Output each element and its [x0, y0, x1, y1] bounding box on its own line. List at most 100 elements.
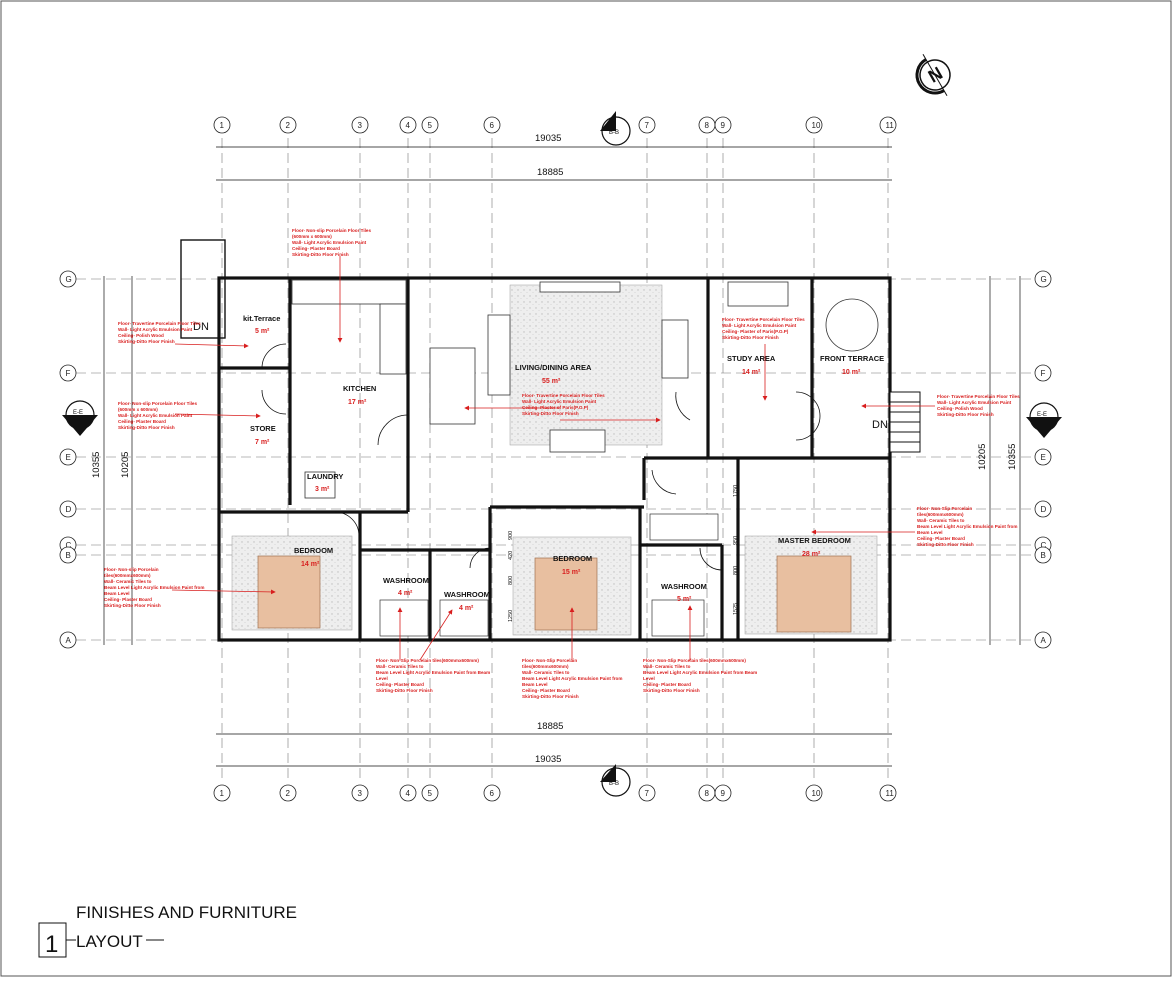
note-washroom3-line-0: Floor- Non-Slip Porcelain tiles(600mmx60… [643, 658, 746, 663]
sofa-left-icon [487, 314, 511, 396]
grid-bubble-col-11-top: 11 [879, 116, 897, 134]
room-name-study: STUDY AREA [727, 354, 776, 363]
grid-bubble-col-9-top: 9 [714, 116, 732, 134]
section-label-ee-left: E-E [73, 410, 83, 416]
note-washroom-line-5: Skirting-Ditto Floor Finish [376, 688, 433, 693]
grid-label-col-9: 9 [721, 789, 726, 798]
note-bedroom1-line-2: Wall- Ceramic Tiles to [104, 579, 152, 584]
note-washroom3-line-3: Level [643, 676, 655, 681]
note-store-line-1: (600mm x 600mm) [118, 407, 158, 412]
room-name-living: LIVING/DINING AREA [515, 363, 592, 372]
note-store-line-4: Skirting-Ditto Floor Finish [118, 425, 175, 430]
room-name-master: MASTER BEDROOM [778, 536, 851, 545]
grid-bubble-col-10-bottom: 10 [805, 784, 823, 802]
grid-label-col-6: 6 [490, 789, 495, 798]
dim-inner-width-bottom: 18885 [537, 721, 563, 732]
grid-label-row-D: D [1041, 505, 1047, 514]
grid-bubble-col-6-top: 6 [483, 116, 501, 134]
grid-bubble-col-8-top: 8 [698, 116, 716, 134]
title-number: 1 [45, 931, 58, 958]
room-area-kitchen: 17 m² [348, 399, 367, 406]
shower-2-icon [439, 599, 489, 637]
wardrobe-icon [649, 513, 719, 541]
note-terrace-line-2: Ceiling- Polish Wood [118, 333, 164, 338]
dim-overall-width-bottom: 19035 [535, 754, 561, 765]
grid-label-col-1: 1 [220, 121, 225, 130]
grid-label-col-11: 11 [886, 789, 895, 798]
room-name-washroom3: WASHROOM [661, 582, 707, 591]
note-master-line-4: Beam Level [917, 530, 943, 535]
note-washroom3-line-2: Beam Level Light Acrylic Emulsion Paint … [643, 670, 757, 675]
note-store-line-2: Wall- Light Acrylic Emulsion Paint [118, 413, 193, 418]
grid-label-row-A: A [1041, 636, 1047, 645]
note-front-terrace-line-0: Floor- Travertine Porcelain Floor Tiles [937, 394, 1020, 399]
stairs-right [889, 391, 921, 453]
grid-label-col-4: 4 [406, 121, 411, 130]
grid-bubble-col-7-bottom: 7 [638, 784, 656, 802]
room-area-master: 28 m² [802, 551, 821, 558]
grid-label-col-10: 10 [812, 121, 821, 130]
grid-label-col-3: 3 [358, 121, 363, 130]
room-name-laundry: LAUNDRY [307, 472, 343, 481]
note-bedroom2-line-6: Skirting-Ditto Floor Finish [522, 694, 579, 699]
note-washroom3-line-4: Ceiling- Plaster Board [643, 682, 691, 687]
grid-bubble-row-G-right: G [1034, 270, 1052, 288]
kitchen-counter-icon [291, 279, 407, 305]
note-terrace-line-0: Floor- Travertine Porcelain Floor Tiles [118, 321, 201, 326]
stairs-dn-right: DN [872, 419, 888, 431]
note-bedroom1-line-6: Skirting-Ditto Floor Finish [104, 603, 161, 608]
grid-bubble-col-5-top: 5 [421, 116, 439, 134]
section-marker-ee-left: E-E [62, 400, 98, 436]
grid-label-row-G: G [1041, 275, 1047, 284]
shower-1-icon [379, 599, 429, 637]
grid-bubble-col-4-bottom: 4 [399, 784, 417, 802]
note-living-line-1: Wall- Light Acrylic Emulsion Paint [522, 399, 597, 404]
title-line2: LAYOUT [76, 932, 143, 951]
grid-label-row-F: F [1041, 369, 1046, 378]
grid-label-row-E: E [1041, 453, 1046, 462]
living-rug [509, 284, 663, 446]
note-store-line-0: Floor- Non-slip Porcelain Floor Tiles [118, 401, 197, 406]
walls [217, 276, 892, 642]
room-area-washroom2: 4 m² [459, 605, 474, 612]
grid-bubble-col-6-bottom: 6 [483, 784, 501, 802]
grid-lines [76, 138, 1042, 780]
shower-3-icon [651, 599, 705, 637]
note-bedroom2-line-0: Floor- Non-Slip Porcelain [522, 658, 577, 663]
note-bedroom2-line-4: Beam Level [522, 682, 548, 687]
room-area-front-terrace: 10 m² [842, 369, 861, 376]
laundry-machine-icon [304, 471, 336, 499]
section-marker-bb-top: B-B [600, 111, 631, 146]
note-washroom-line-0: Floor- Non-Slip Porcelain tiles(600mmx60… [376, 658, 479, 663]
title-line1: FINISHES AND FURNITURE [76, 903, 297, 922]
grid-label-col-1: 1 [220, 789, 225, 798]
note-study-line-1: Wall- Light Acrylic Emulsion Paint [722, 323, 797, 328]
grid-label-col-8: 8 [705, 789, 710, 798]
grid-bubble-col-10-top: 10 [805, 116, 823, 134]
grid-bubble-row-D-right: D [1034, 500, 1052, 518]
note-bedroom1-line-1: tiles(600mmx600mm) [104, 573, 151, 578]
note-study-line-2: Ceiling- Plaster of Paris(P.O.P) [722, 329, 789, 334]
note-front-terrace-line-3: Skirting-Ditto Floor Finish [937, 412, 994, 417]
grid-bubble-row-G-left: G [59, 270, 77, 288]
finish-notes: Floor- Non-slip Porcelain Floor Tiles (6… [104, 228, 1020, 699]
note-washroom-line-3: Level [376, 676, 388, 681]
kit-terrace-deck [180, 239, 226, 339]
bed-2-icon [534, 557, 598, 631]
grid-label-row-G: G [66, 275, 72, 284]
grid-label-row-C: C [1041, 541, 1047, 550]
dim-depth-right-inner: 10205 [977, 444, 988, 470]
grid-label-col-9: 9 [721, 121, 726, 130]
grid-bubble-row-B-right: B [1034, 546, 1052, 564]
note-living-line-2: Ceiling- Plaster of Paris(P.O.P) [522, 405, 589, 410]
stairs-dn-left: DN [193, 321, 209, 333]
note-terrace-line-3: Skirting-Ditto Floor Finish [118, 339, 175, 344]
grid-bubble-col-5-bottom: 5 [421, 784, 439, 802]
terrace-table-icon [825, 298, 879, 352]
room-labels: kit.Terrace 5 m² KITCHEN 17 m² STORE 7 m… [243, 314, 884, 612]
note-kitchen-line-2: Wall- Light Acrylic Emulsion Paint [292, 240, 367, 245]
grid-bubble-col-2-top: 2 [279, 116, 297, 134]
sofa-bottom-icon [549, 429, 606, 453]
note-bedroom2-line-5: Ceiling- Plaster Board [522, 688, 570, 693]
